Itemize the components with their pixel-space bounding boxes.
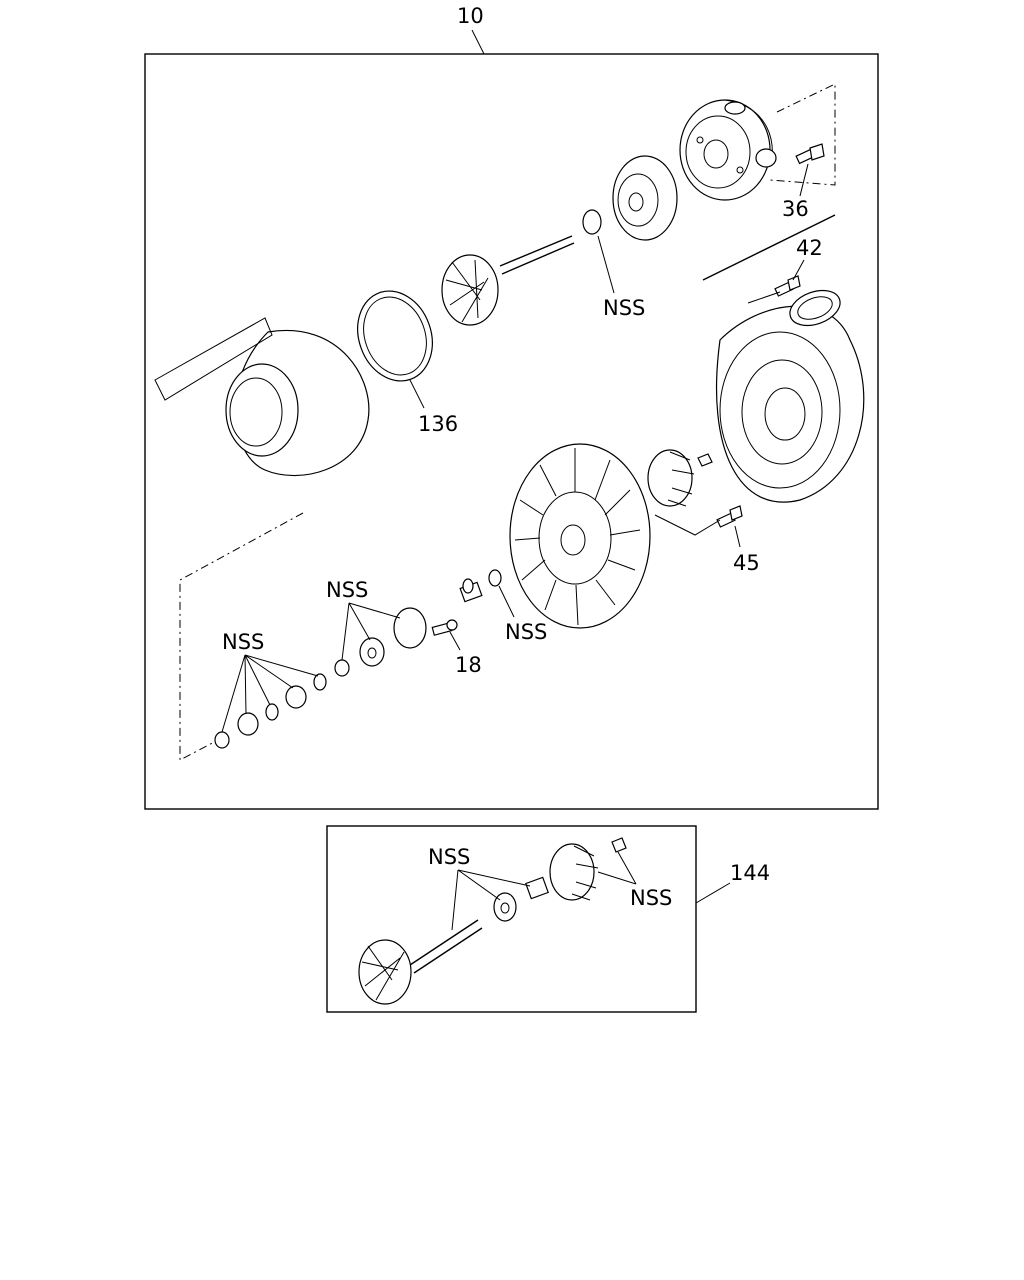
rotor-kit-compressor-wheel — [549, 843, 599, 901]
callout-nss-rotor-kit-right[interactable]: NSS — [630, 886, 672, 910]
center-housing — [509, 443, 651, 629]
rotor-kit-washer — [493, 892, 517, 922]
turbine-housing — [154, 317, 370, 477]
assembly-frame — [144, 53, 879, 810]
thrust-bearing-group — [334, 607, 427, 677]
bolt-18 — [431, 619, 458, 636]
callout-nss-seal-ring-lower[interactable]: NSS — [505, 620, 547, 644]
callout-45[interactable]: 45 — [733, 551, 760, 575]
callout-36[interactable]: 36 — [782, 197, 809, 221]
callout-42[interactable]: 42 — [796, 236, 823, 260]
bearing-ring-group — [214, 673, 327, 749]
callout-nss-seal-ring[interactable]: NSS — [603, 296, 645, 320]
shaft-nut — [697, 453, 713, 467]
compressor-housing — [716, 289, 865, 503]
seal-ring-lower — [488, 569, 502, 587]
compressor-backplate — [612, 155, 678, 241]
gasket-136 — [357, 290, 433, 382]
bolt-42 — [774, 275, 801, 297]
callout-nss-bearing-group[interactable]: NSS — [222, 630, 264, 654]
callout-nss-thrust-group[interactable]: NSS — [326, 578, 368, 602]
callout-136[interactable]: 136 — [418, 412, 458, 436]
turbine-wheel-shaft — [441, 235, 575, 326]
callout-144[interactable]: 144 — [730, 861, 770, 885]
bolt-45 — [716, 505, 743, 528]
bolt-36 — [795, 143, 825, 165]
callout-10[interactable]: 10 — [457, 4, 484, 28]
rotor-kit-nut — [611, 837, 627, 853]
callout-18[interactable]: 18 — [455, 653, 482, 677]
bearing-sleeve — [459, 578, 483, 603]
rotor-kit-frame — [326, 825, 697, 1013]
bearing-housing — [679, 99, 777, 201]
callout-nss-rotor-kit-left[interactable]: NSS — [428, 845, 470, 869]
seal-ring — [582, 209, 602, 235]
rotor-kit-sleeve — [525, 876, 549, 900]
compressor-wheel — [647, 449, 695, 507]
rotor-kit-shaft-wheel — [358, 919, 483, 1005]
